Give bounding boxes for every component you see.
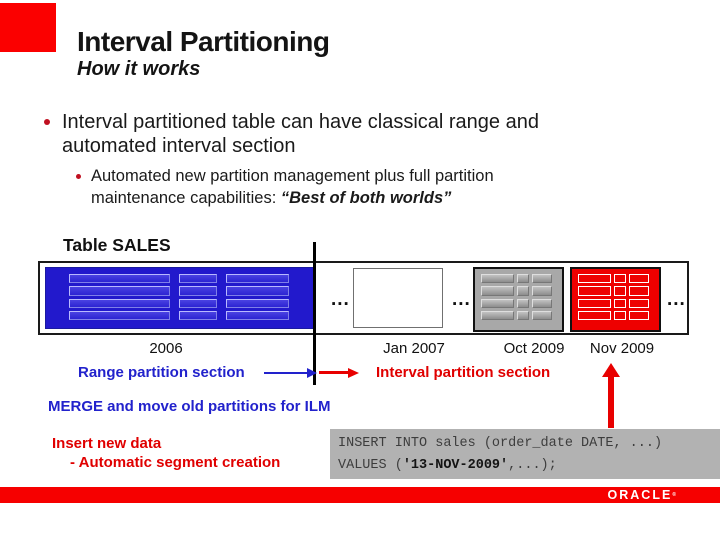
sql-line2-date: '13-NOV-2009' (402, 458, 509, 473)
table-segments-icon (481, 274, 552, 320)
table-stripe (578, 274, 611, 284)
ellipsis-3: ... (667, 289, 686, 310)
table-stripe (481, 310, 514, 320)
bullet-sub-line2: maintenance capabilities: “Best of both … (91, 188, 494, 210)
footer-bar: ORACLE® (0, 487, 720, 503)
table-stripe (226, 274, 289, 284)
range-section-label: Range partition section (78, 364, 245, 381)
date-nov-2009: Nov 2009 (589, 340, 655, 357)
table-stripe (578, 310, 611, 320)
table-stripe (69, 274, 170, 284)
table-stripe (481, 298, 514, 308)
table-stripe (481, 274, 514, 284)
table-stripe (532, 274, 552, 284)
bullet-main-line1: Interval partitioned table can have clas… (62, 111, 539, 133)
bullet-icon (44, 119, 50, 125)
table-stripe (69, 286, 170, 296)
range-partition-block (45, 267, 316, 329)
table-stripe (226, 310, 289, 320)
table-stripe (629, 298, 649, 308)
date-jan-2007: Jan 2007 (383, 340, 445, 357)
table-stripe (179, 274, 217, 284)
date-oct-2009: Oct 2009 (503, 340, 565, 357)
table-stripe (532, 286, 552, 296)
table-stripe (578, 286, 611, 296)
table-stripe (614, 274, 626, 284)
table-segments-icon (69, 274, 290, 320)
range-arrow-line (264, 372, 309, 374)
interval-section-label: Interval partition section (376, 364, 551, 381)
table-stripe (517, 298, 529, 308)
table-stripe (629, 274, 649, 284)
bullet-sub-line1: Automated new partition management plus … (91, 167, 494, 185)
table-stripe (517, 274, 529, 284)
table-stripe (179, 298, 217, 308)
bullet-sub-line2-quote: “Best of both worlds” (280, 188, 452, 207)
merge-ilm-label: MERGE and move old partitions for ILM (48, 398, 331, 415)
table-stripe (179, 286, 217, 296)
table-segments-icon (578, 274, 649, 320)
table-stripe (614, 298, 626, 308)
range-arrow-head-icon (307, 368, 317, 378)
date-2006: 2006 (149, 340, 183, 357)
table-stripe (69, 298, 170, 308)
registered-mark-icon: ® (672, 492, 676, 498)
ellipsis-1: ... (331, 289, 350, 310)
sql-line1: INSERT INTO sales (order_date DATE, ...) (338, 436, 663, 451)
bullet-icon (76, 174, 81, 179)
new-partition-block-red (570, 267, 661, 332)
table-stripe (614, 286, 626, 296)
table-stripe (226, 286, 289, 296)
range-interval-divider-line (313, 242, 316, 385)
interval-arrow-head-icon (348, 368, 359, 378)
automatic-segment-label: - Automatic segment creation (70, 454, 281, 471)
interval-partition-block-gray (473, 267, 564, 332)
table-stripe (481, 286, 514, 296)
bullet-main-line2: automated interval section (62, 135, 296, 157)
oracle-wordmark: ORACLE (607, 488, 673, 502)
page-title: Interval Partitioning (77, 26, 330, 57)
interval-arrow-line (319, 371, 350, 374)
sql-line2-prefix: VALUES ( (338, 458, 403, 473)
bullet-sub: Automated new partition management plus … (76, 166, 494, 209)
bullet-main: Interval partitioned table can have clas… (44, 110, 539, 158)
empty-partition-block (353, 268, 443, 328)
insert-arrow-shaft (608, 376, 614, 428)
table-sales-label: Table SALES (63, 235, 171, 255)
sql-code-box: INSERT INTO sales (order_date DATE, ...)… (330, 429, 720, 479)
sql-line2-suffix: ,...); (508, 458, 557, 473)
slide-header: Interval Partitioning How it works (77, 26, 330, 81)
ellipsis-2: ... (452, 289, 471, 310)
table-stripe (629, 286, 649, 296)
table-stripe (532, 298, 552, 308)
table-stripe (517, 310, 529, 320)
table-stripe (179, 310, 217, 320)
insert-new-data-label: Insert new data (52, 435, 162, 452)
table-stripe (629, 310, 649, 320)
table-stripe (614, 310, 626, 320)
bullet-sub-line2-normal: maintenance capabilities: (91, 188, 281, 207)
table-stripe (532, 310, 552, 320)
slide-accent-square (0, 3, 56, 52)
sql-line2: VALUES ('13-NOV-2009',...); (338, 455, 720, 477)
bullet-main-text: Interval partitioned table can have clas… (62, 110, 539, 158)
bullet-sub-text: Automated new partition management plus … (91, 166, 494, 209)
table-stripe (69, 310, 170, 320)
oracle-logo: ORACLE® (608, 488, 676, 502)
table-stripe (226, 298, 289, 308)
table-stripe (578, 298, 611, 308)
insert-arrow-head-icon (602, 363, 620, 377)
table-stripe (517, 286, 529, 296)
page-subtitle: How it works (77, 58, 201, 80)
